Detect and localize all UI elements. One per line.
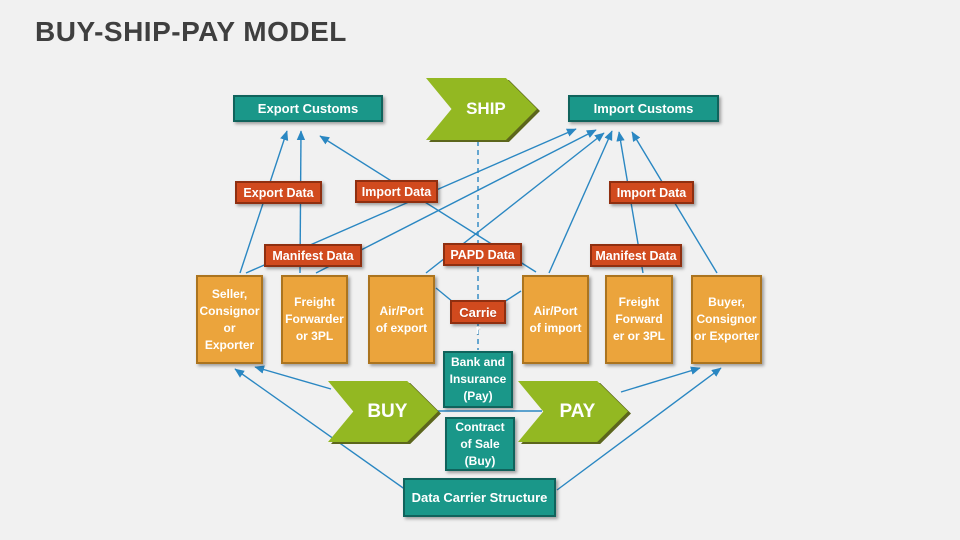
edge-airport-export-carrier xyxy=(435,287,454,303)
papd-data-label: PAPD Data xyxy=(450,247,515,262)
airport-of-export-label: Air/Port of export xyxy=(375,303,428,335)
contract-of-sale-label: Contract of Sale (Buy) xyxy=(455,419,505,468)
edge-airport-import-carrier xyxy=(503,290,522,303)
airport-of-import-box: Air/Port of import xyxy=(522,275,589,364)
buy-label: BUY xyxy=(367,400,408,422)
page-title: BUY-SHIP-PAY MODEL xyxy=(35,16,347,47)
edge-data-carrier-buyer xyxy=(556,367,722,491)
import-data-right-box: Import Data xyxy=(609,181,694,204)
seller-consignor-exporter-box: Seller, Consignor or Exporter xyxy=(196,275,263,364)
buyer-consignor-exporter-box: Buyer, Consignor or Exporter xyxy=(691,275,762,364)
manifest-data-right-box: Manifest Data xyxy=(590,244,682,267)
bank-and-insurance-label: Bank and Insurance (Pay) xyxy=(449,355,507,403)
buyer-label: Buyer, Consignor or Exporter xyxy=(694,295,759,343)
import-data-left-box: Import Data xyxy=(355,180,438,203)
edge-pay-buyer xyxy=(620,366,701,393)
import-customs-label: Import Customs xyxy=(593,101,694,116)
ship-chevron-shape: SHIP xyxy=(426,78,537,140)
ship-label: SHIP xyxy=(466,99,506,118)
pay-arrow: PAY xyxy=(518,381,628,442)
carrier-label: Carrie r xyxy=(459,305,497,337)
papd-data-box: PAPD Data xyxy=(443,243,522,266)
edge-buy-seller xyxy=(254,365,332,390)
freight-forwarder-left-box: Freight Forwarder or 3PL xyxy=(281,275,348,364)
carrier-box: Carrie r xyxy=(450,300,506,337)
export-customs-label: Export Customs xyxy=(257,101,359,116)
export-data-box: Export Data xyxy=(235,181,322,204)
edge-airport-import-import-customs xyxy=(548,130,613,274)
bank-and-insurance-box: Bank and Insurance (Pay) xyxy=(443,351,513,408)
pay-chevron-shape: PAY xyxy=(518,381,628,442)
edge-freight-left-import-customs xyxy=(315,129,597,274)
manifest-data-left-label: Manifest Data xyxy=(272,248,354,263)
ship-arrow: SHIP xyxy=(426,78,537,140)
seller-label: Seller, Consignor or Exporter xyxy=(199,286,260,352)
freight-forwarder-left-label: Freight Forwarder or 3PL xyxy=(285,295,344,343)
export-data-label: Export Data xyxy=(243,185,314,200)
buy-chevron-shape: BUY xyxy=(328,381,438,442)
airport-of-export-box: Air/Port of export xyxy=(368,275,435,364)
contract-of-sale-box: Contract of Sale (Buy) xyxy=(445,417,515,471)
edge-data-carrier-seller xyxy=(234,368,407,491)
import-customs-box: Import Customs xyxy=(568,95,719,122)
import-data-right-label: Import Data xyxy=(616,185,687,200)
manifest-data-right-label: Manifest Data xyxy=(595,248,677,263)
freight-forwarder-right-label: Freight Forward er or 3PL xyxy=(612,295,666,343)
data-carrier-structure-box: Data Carrier Structure xyxy=(403,478,556,517)
data-carrier-structure-label: Data Carrier Structure xyxy=(411,490,548,505)
export-customs-box: Export Customs xyxy=(233,95,383,122)
manifest-data-left-box: Manifest Data xyxy=(264,244,362,267)
airport-of-import-label: Air/Port of import xyxy=(529,303,582,335)
buy-arrow: BUY xyxy=(328,381,438,442)
freight-forwarder-right-box: Freight Forward er or 3PL xyxy=(605,275,673,364)
import-data-left-label: Import Data xyxy=(361,184,432,199)
pay-label: PAY xyxy=(559,400,596,422)
